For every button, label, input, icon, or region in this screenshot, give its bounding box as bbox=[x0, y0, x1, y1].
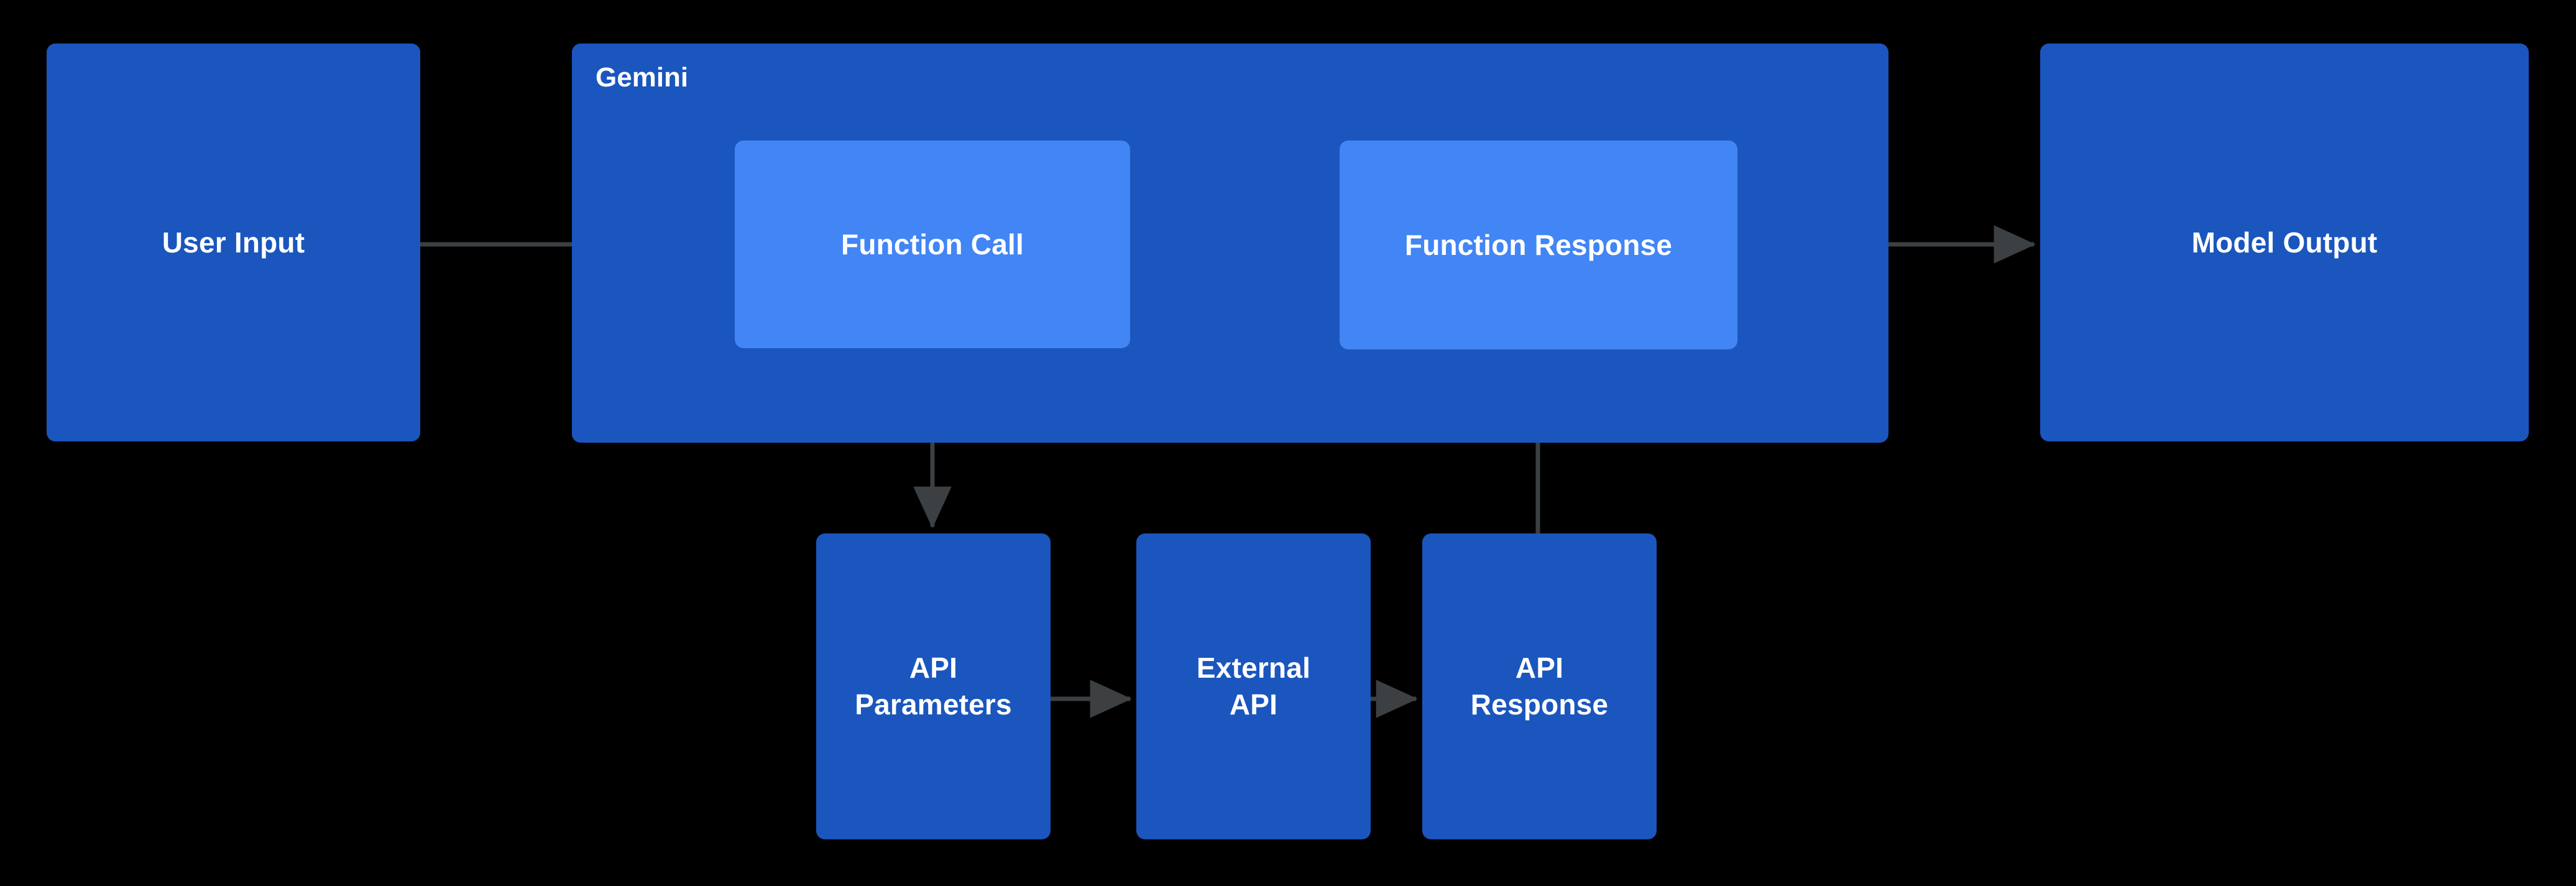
node-model-output[interactable]: Model Output bbox=[2040, 44, 2529, 441]
node-external-api-label: External API bbox=[1196, 652, 1311, 721]
node-user-input-label: User Input bbox=[162, 226, 305, 259]
node-function-call[interactable]: Function Call bbox=[735, 141, 1130, 348]
node-api-parameters[interactable]: API Parameters bbox=[816, 533, 1051, 839]
group-gemini-label: Gemini bbox=[596, 62, 689, 93]
node-api-response-label: API Response bbox=[1470, 652, 1609, 721]
node-api-parameters-label: API Parameters bbox=[855, 652, 1012, 721]
node-external-api[interactable]: External API bbox=[1136, 533, 1371, 839]
node-function-response-label: Function Response bbox=[1404, 228, 1673, 261]
node-api-response[interactable]: API Response bbox=[1422, 533, 1657, 839]
node-user-input[interactable]: User Input bbox=[47, 44, 420, 441]
node-function-call-label: Function Call bbox=[841, 228, 1024, 261]
node-function-response[interactable]: Function Response bbox=[1340, 141, 1737, 349]
node-model-output-label: Model Output bbox=[2191, 226, 2378, 259]
